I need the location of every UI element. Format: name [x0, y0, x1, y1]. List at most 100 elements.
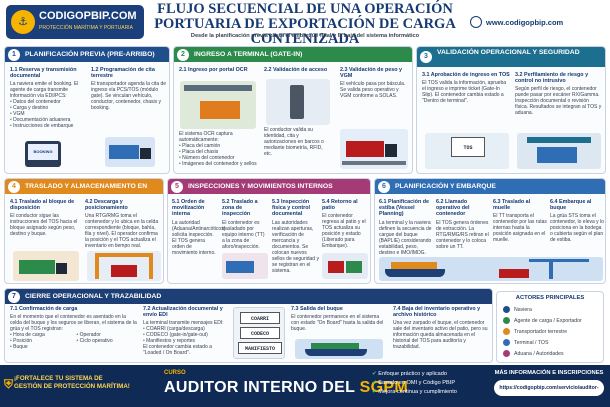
brand-logo[interactable]: ⚓ CODIGOPBIP.COM PROTECCIÓN MARÍTIMA Y P… [6, 5, 144, 39]
page-subtitle: Desde la planificación previa hasta el e… [190, 33, 420, 39]
sts-crane-boom [529, 259, 589, 262]
benefit-item: Enfoque práctico y aplicado [372, 370, 490, 379]
step-5-2: 5.2 Traslado a zona de inspección El con… [222, 199, 268, 250]
step-5-4-title: 5.4 Retorno al patio [322, 199, 358, 212]
info-url-link[interactable]: https://codigopbip.com/servicio/auditor-… [494, 380, 604, 407]
step-6-4: 6.4 Embarque al buque La grúa STS toma e… [550, 199, 604, 243]
list-item: CODECO (gate-in/gate-out) [143, 332, 231, 338]
cab-shape [385, 144, 397, 157]
ocr-portal-illustration [180, 81, 256, 129]
actor-item: Naviera [503, 306, 532, 313]
list-item: Posición [10, 338, 72, 344]
list-item: Hora de carga [10, 332, 72, 338]
crane-leg [95, 253, 99, 279]
container-shape [226, 261, 254, 273]
container-shape [346, 261, 362, 273]
monitor-icon [503, 339, 510, 346]
step-3-1-title: 3.1 Aprobación de ingreso en TOS [422, 72, 510, 78]
step-7-3-body: El contenedor permanece en el sistema co… [291, 314, 384, 333]
step-5-1: 5.1 Orden de movilización interna La aut… [172, 199, 225, 256]
step-4-2: 4.2 Descarga y posicionamiento Una RTG/R… [85, 199, 161, 249]
edi-documents-illustration: COARRI CODECO MANIFIESTO [233, 307, 285, 359]
step-1-1-title: 1.1 Reserva y transmisión documental [10, 67, 77, 80]
ship-hull [385, 269, 445, 277]
step-5-2-title: 5.2 Traslado a zona de inspección [222, 199, 258, 218]
section-4-number: 4 [8, 180, 20, 193]
truck-icon [503, 328, 510, 335]
section-4-title: TRASLADO Y ALMACENAMIENTO EN PATIO [25, 183, 148, 205]
header: ⚓ CODIGOPBIP.COM PROTECCIÓN MARÍTIMA Y P… [0, 0, 610, 47]
step-2-3: 2.3 Validación de peso y VGM El vehículo… [340, 67, 410, 99]
step-4-1-body: El conductor sigue las instrucciones del… [10, 213, 78, 238]
container-shape [19, 260, 55, 274]
info-box: MÁS INFORMACIÓN E INSCRIPCIONES https://… [494, 370, 604, 407]
step-5-1-title: 5.1 Orden de movilización interna [172, 199, 205, 218]
step-4-1-title: 4.1 Traslado al bloque de disposición [10, 199, 75, 212]
section-2-number: 2 [177, 48, 189, 61]
step-5-3-body: Las autoridades realizan aperturas, veri… [272, 219, 319, 274]
benefit-item: Basado en OMI y Código PBIP [372, 379, 490, 388]
access-kiosk-illustration [266, 79, 330, 125]
step-2-2-title: 2.2 Validación de acceso [264, 67, 328, 73]
brand-name: CODIGOPBIP.COM [39, 10, 137, 22]
step-6-4-body: La grúa STS toma el contenedor, lo eleva… [550, 213, 604, 244]
step-4-2-title: 4.2 Descarga y posicionamiento [85, 199, 128, 212]
course-name-main: AUDITOR INTERNO DEL [164, 379, 355, 396]
step-5-1-body: La autoridad (Aduana/Antinarcóticos) sol… [172, 219, 226, 256]
step-7-1: 7.1 Confirmación de carga En el momento … [10, 306, 138, 350]
anchor-icon: ⚓ [11, 10, 35, 34]
course-label: CURSO [164, 370, 186, 376]
step-2-1-detail: El sistema OCR captura automáticamente: … [179, 131, 259, 167]
container-shape [537, 147, 577, 163]
list-item: Placa del chasis [179, 149, 259, 155]
step-7-2-title: 7.2 Actualización documental y envío EDI [143, 306, 223, 319]
actor-item: Agente de carga / Exportador [503, 317, 582, 324]
laptop-illustration: BOOKING [25, 141, 61, 167]
step-2-3-title: 2.3 Validación de peso y VGM [340, 67, 403, 80]
cab-shape [140, 148, 151, 159]
cab-shape [56, 263, 67, 274]
step-3-2: 3.2 Perfilamiento de riesgo y control no… [515, 72, 603, 116]
step-7-4-title: 7.4 Baja del inventario operativo y arch… [393, 306, 481, 319]
scale-platform [342, 161, 406, 165]
step-3-2-body: Según perfil de riesgo, el contenedor pu… [515, 86, 602, 117]
step-7-2-list: COARRI (carga/descarga) CODECO (gate-in/… [143, 326, 231, 344]
step-1-2-body: El transportador agenda la cita de ingre… [91, 81, 167, 112]
list-item: Placa del camión [179, 143, 259, 149]
brand-tagline: PROTECCIÓN MARÍTIMA Y PORTUARIA [39, 25, 133, 31]
list-item: Carga y destino [10, 105, 86, 111]
globe-icon [470, 16, 482, 29]
step-7-3: 7.3 Salida del buque El contenedor perma… [291, 306, 387, 332]
website-link[interactable]: www.codigopbip.com [470, 14, 606, 32]
step-2-2: 2.2 Validación de acceso [264, 67, 334, 75]
list-item: VGM [10, 111, 86, 117]
yard-truck-illustration [13, 251, 79, 281]
step-7-1-body: En el momento que el contenedor es asent… [10, 314, 137, 333]
actor-label: Naviera [514, 306, 532, 313]
booking-screen: BOOKING [28, 144, 58, 160]
user-icon [503, 317, 510, 324]
shield-icon [503, 350, 510, 357]
step-6-1: 6.1 Planificación de estiba (Vessel Plan… [379, 199, 433, 256]
section-1-title: PLANIFICACIÓN PREVIA (PRE-ARRIBO) [25, 51, 155, 58]
ship-cargo [391, 262, 437, 269]
website-text: www.codigopbip.com [486, 18, 564, 27]
container-shape [109, 145, 139, 159]
container-shape [328, 261, 344, 273]
step-7-1-title: 7.1 Confirmación de carga [10, 306, 78, 312]
step-6-3-title: 6.3 Traslado al muelle [493, 199, 531, 212]
footer-tagline: ¡FORTALECE TU SISTEMA DE GESTIÓN DE PROT… [14, 375, 130, 390]
step-7-2: 7.2 Actualización documental y envío EDI… [143, 306, 231, 356]
page-title: FLUJO SECUENCIAL DE UNA OPERACIÓN PORTUA… [154, 1, 456, 47]
step-7-3-title: 7.3 Salida del buque [291, 306, 343, 312]
section-3-title: VALIDACIÓN OPERACIONAL Y SEGURIDAD [437, 49, 580, 56]
footer-benefits: Enfoque práctico y aplicado Basado en OM… [372, 370, 490, 397]
container-shape [111, 265, 137, 277]
step-3-1: 3.1 Aprobación de ingreso en TOS El TOS … [422, 72, 510, 104]
step-1-2-title: 1.2 Programación de cita terrestre [91, 67, 155, 80]
step-6-3-body: El TT transporta el contenedor por las r… [493, 213, 547, 244]
